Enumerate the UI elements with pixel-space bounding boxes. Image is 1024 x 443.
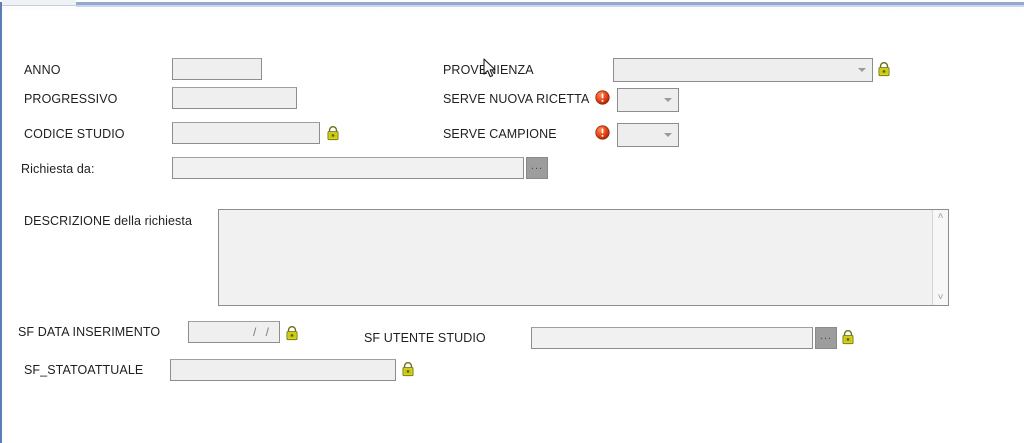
scroll-down-icon[interactable]: ˅	[937, 292, 944, 303]
descrizione-scrollbar[interactable]: ˄ ˅	[932, 210, 948, 305]
label-serve-campione: SERVE CAMPIONE	[443, 127, 557, 141]
tab-notch[interactable]	[2, 0, 76, 6]
label-provenienza: PROVENIENZA	[443, 63, 534, 77]
serve-nuova-ricetta-combobox[interactable]	[617, 88, 679, 112]
descrizione-textarea[interactable]	[219, 210, 932, 305]
window-top-border	[76, 2, 1024, 5]
label-descrizione: DESCRIZIONE della richiesta	[24, 214, 193, 228]
label-richiesta-da: Richiesta da:	[21, 162, 95, 176]
window-left-border	[0, 2, 2, 443]
provenienza-combobox[interactable]	[613, 58, 873, 82]
label-anno: ANNO	[24, 63, 61, 77]
sf-utente-studio-browse-button[interactable]: ...	[815, 327, 837, 349]
label-progressivo: PROGRESSIVO	[24, 92, 118, 106]
anno-input[interactable]	[172, 58, 262, 80]
lock-icon	[285, 326, 299, 341]
label-sf-utente-studio: SF UTENTE STUDIO	[364, 331, 486, 345]
window-top-border-inner	[76, 5, 1024, 7]
chevron-down-icon[interactable]	[855, 59, 869, 81]
richiesta-da-browse-button[interactable]: ...	[526, 157, 548, 179]
chevron-down-icon[interactable]	[661, 89, 675, 111]
progressivo-input[interactable]	[172, 87, 297, 109]
label-serve-nuova-ricetta: SERVE NUOVA RICETTA	[443, 92, 590, 106]
label-sf-statoattuale: SF_STATOATTUALE	[24, 363, 144, 377]
sf-utente-studio-input[interactable]	[531, 327, 813, 349]
sf-statoattuale-input[interactable]	[170, 359, 396, 381]
label-sf-data-inserimento: SF DATA INSERIMENTO	[18, 325, 161, 339]
serve-campione-combobox[interactable]	[617, 123, 679, 147]
sf-data-inserimento-input[interactable]: / /	[188, 321, 280, 343]
warning-icon	[595, 125, 610, 140]
richiesta-da-input[interactable]	[172, 157, 524, 179]
lock-icon	[877, 62, 891, 77]
date-mask-text: / /	[252, 325, 272, 339]
lock-icon	[401, 362, 415, 377]
warning-icon	[595, 90, 610, 105]
descrizione-field[interactable]: ˄ ˅	[218, 209, 949, 306]
lock-icon	[326, 126, 340, 141]
lock-icon	[841, 330, 855, 345]
codice-studio-input[interactable]	[172, 122, 320, 144]
window-top-fade	[2, 7, 1022, 13]
label-codice-studio: CODICE STUDIO	[24, 127, 125, 141]
chevron-down-icon[interactable]	[661, 124, 675, 146]
scroll-up-icon[interactable]: ˄	[937, 211, 944, 222]
